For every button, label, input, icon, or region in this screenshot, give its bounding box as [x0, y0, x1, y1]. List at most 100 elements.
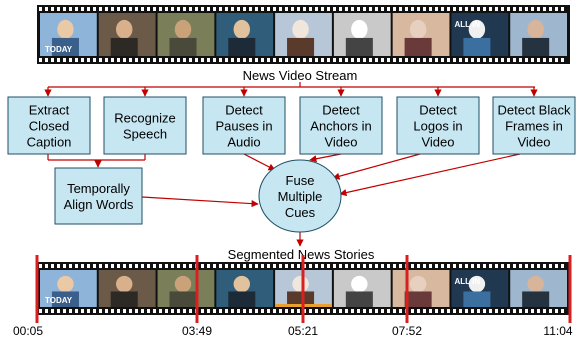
- connectors: [44, 82, 538, 247]
- step-logos-label-line: Logos in: [413, 119, 462, 134]
- film-sprocket-hole: [405, 58, 408, 62]
- film-sprocket-hole: [39, 264, 42, 268]
- film-sprocket-hole: [129, 7, 132, 11]
- film-sprocket-hole: [519, 309, 522, 313]
- film-sprocket-hole: [135, 58, 138, 62]
- film-sprocket-hole: [231, 309, 234, 313]
- fuse-label-line: Cues: [285, 205, 316, 220]
- film-sprocket-hole: [255, 7, 258, 11]
- film-sprocket-hole: [273, 264, 276, 268]
- film-sprocket-hole: [327, 309, 330, 313]
- film-sprocket-hole: [153, 309, 156, 313]
- film-sprocket-hole: [165, 7, 168, 11]
- step-anchors-label-line: Detect: [322, 103, 360, 118]
- film-sprocket-hole: [345, 309, 348, 313]
- film-sprocket-hole: [381, 58, 384, 62]
- film-sprocket-hole: [249, 7, 252, 11]
- film-sprocket-hole: [309, 264, 312, 268]
- film-sprocket-hole: [447, 264, 450, 268]
- film-sprocket-hole: [369, 7, 372, 11]
- film-sprocket-hole: [549, 309, 552, 313]
- film-sprocket-hole: [525, 58, 528, 62]
- film-sprocket-hole: [375, 58, 378, 62]
- film-sprocket-hole: [429, 264, 432, 268]
- film-sprocket-hole: [531, 309, 534, 313]
- film-sprocket-hole: [81, 309, 84, 313]
- step-black-label-line: Frames in: [505, 119, 563, 134]
- film-sprocket-hole: [309, 7, 312, 11]
- film-sprocket-hole: [285, 264, 288, 268]
- film-sprocket-hole: [471, 7, 474, 11]
- film-sprocket-hole: [411, 58, 414, 62]
- film-sprocket-hole: [267, 264, 270, 268]
- film-sprocket-hole: [63, 309, 66, 313]
- segment-marker: [405, 255, 409, 323]
- film-sprocket-hole: [429, 58, 432, 62]
- film-sprocket-hole: [321, 7, 324, 11]
- film-sprocket-hole: [525, 309, 528, 313]
- video-frame: [216, 270, 274, 307]
- step-logos-label-line: Detect: [419, 103, 457, 118]
- film-sprocket-hole: [243, 309, 246, 313]
- film-sprocket-hole: [123, 309, 126, 313]
- film-sprocket-hole: [351, 7, 354, 11]
- film-sprocket-hole: [315, 7, 318, 11]
- film-sprocket-hole: [519, 7, 522, 11]
- film-sprocket-hole: [393, 309, 396, 313]
- film-sprocket-hole: [513, 309, 516, 313]
- film-sprocket-hole: [171, 58, 174, 62]
- film-sprocket-hole: [207, 264, 210, 268]
- film-sprocket-hole: [231, 7, 234, 11]
- film-sprocket-hole: [351, 58, 354, 62]
- film-sprocket-hole: [363, 58, 366, 62]
- film-sprocket-hole: [99, 264, 102, 268]
- film-sprocket-hole: [543, 264, 546, 268]
- film-sprocket-hole: [279, 58, 282, 62]
- film-sprocket-hole: [495, 264, 498, 268]
- film-sprocket-hole: [423, 7, 426, 11]
- film-sprocket-hole: [255, 264, 258, 268]
- film-sprocket-hole: [165, 309, 168, 313]
- film-sprocket-hole: [147, 58, 150, 62]
- film-sprocket-hole: [153, 58, 156, 62]
- film-sprocket-hole: [135, 264, 138, 268]
- film-sprocket-hole: [507, 264, 510, 268]
- film-sprocket-hole: [207, 309, 210, 313]
- film-sprocket-hole: [309, 309, 312, 313]
- video-frame: [216, 13, 274, 56]
- film-sprocket-hole: [63, 264, 66, 268]
- film-sprocket-hole: [375, 7, 378, 11]
- video-frame: [510, 270, 567, 307]
- film-sprocket-hole: [99, 309, 102, 313]
- film-sprocket-hole: [369, 58, 372, 62]
- film-sprocket-hole: [57, 309, 60, 313]
- film-sprocket-hole: [537, 264, 540, 268]
- film-sprocket-hole: [267, 309, 270, 313]
- film-sprocket-hole: [423, 264, 426, 268]
- film-sprocket-hole: [513, 7, 516, 11]
- film-sprocket-hole: [399, 309, 402, 313]
- step-black-label-line: Video: [517, 135, 550, 150]
- video-frame: [510, 13, 567, 56]
- film-sprocket-hole: [237, 58, 240, 62]
- film-sprocket-hole: [189, 7, 192, 11]
- film-sprocket-hole: [435, 58, 438, 62]
- step-extract-label-line: Closed: [29, 119, 69, 134]
- film-sprocket-hole: [483, 58, 486, 62]
- film-sprocket-hole: [345, 7, 348, 11]
- step-pauses-label-line: Pauses in: [215, 119, 272, 134]
- film-sprocket-hole: [453, 309, 456, 313]
- film-sprocket-hole: [381, 7, 384, 11]
- film-sprocket-hole: [561, 264, 564, 268]
- film-sprocket-hole: [267, 58, 270, 62]
- film-sprocket-hole: [45, 264, 48, 268]
- align-to-fuse-arrow: [141, 196, 259, 208]
- film-sprocket-hole: [459, 58, 462, 62]
